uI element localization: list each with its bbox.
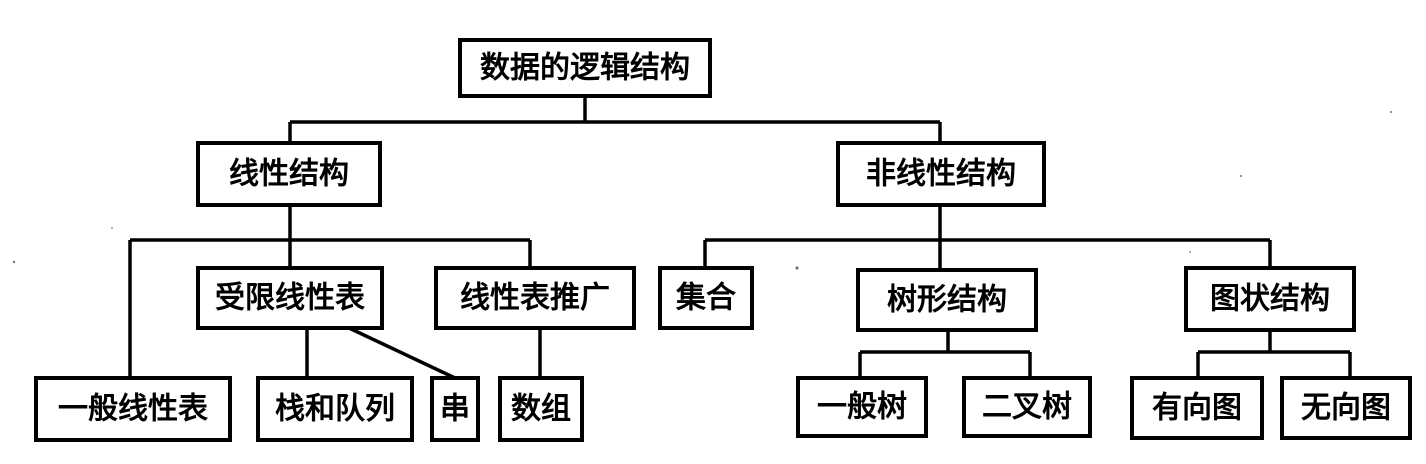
node-graph-label: 图状结构 [1210,282,1330,317]
node-tree-label: 树形结构 [887,283,1007,318]
node-restricted-label: 受限线性表 [215,281,365,316]
node-restricted: 受限线性表 [196,266,384,330]
node-generalized-label: 线性表推广 [460,281,610,316]
node-undirected-graph-label: 无向图 [1301,391,1391,426]
node-nonlinear: 非线性结构 [836,141,1046,207]
node-generalized: 线性表推广 [434,266,636,330]
connector-root-linear [288,96,940,143]
node-root-label: 数据的逻辑结构 [480,51,690,86]
node-directed-graph-label: 有向图 [1152,391,1242,426]
node-root: 数据的逻辑结构 [458,38,712,98]
connector-tree-children [858,330,1032,378]
node-set: 集合 [658,266,754,330]
node-tree: 树形结构 [856,268,1038,332]
scan-specks [12,111,1392,270]
node-linear-label: 线性结构 [229,157,349,192]
node-array: 数组 [498,376,584,442]
connector-restricted-string [348,326,456,380]
connector-nonlinear-children [703,205,1272,270]
node-graph: 图状结构 [1184,266,1356,332]
node-general-tree: 一般树 [796,376,928,438]
node-general-tree-label: 一般树 [817,390,907,425]
node-nonlinear-label: 非线性结构 [866,157,1016,192]
node-undirected-graph: 无向图 [1280,376,1412,440]
node-directed-graph: 有向图 [1130,376,1264,440]
node-general-list: 一般线性表 [34,376,232,442]
node-array-label: 数组 [511,392,571,427]
connector-linear-children [128,205,532,378]
node-string-label: 串 [440,392,470,427]
connectors [128,96,1352,380]
node-linear: 线性结构 [196,141,382,207]
node-stack-queue-label: 栈和队列 [275,392,395,427]
node-general-list-label: 一般线性表 [58,392,208,427]
node-binary-tree: 二叉树 [962,376,1092,438]
node-binary-tree-label: 二叉树 [982,390,1072,425]
node-stack-queue: 栈和队列 [256,376,414,442]
node-string: 串 [430,376,480,442]
node-set-label: 集合 [675,281,736,316]
connector-graph-children [1196,330,1352,378]
